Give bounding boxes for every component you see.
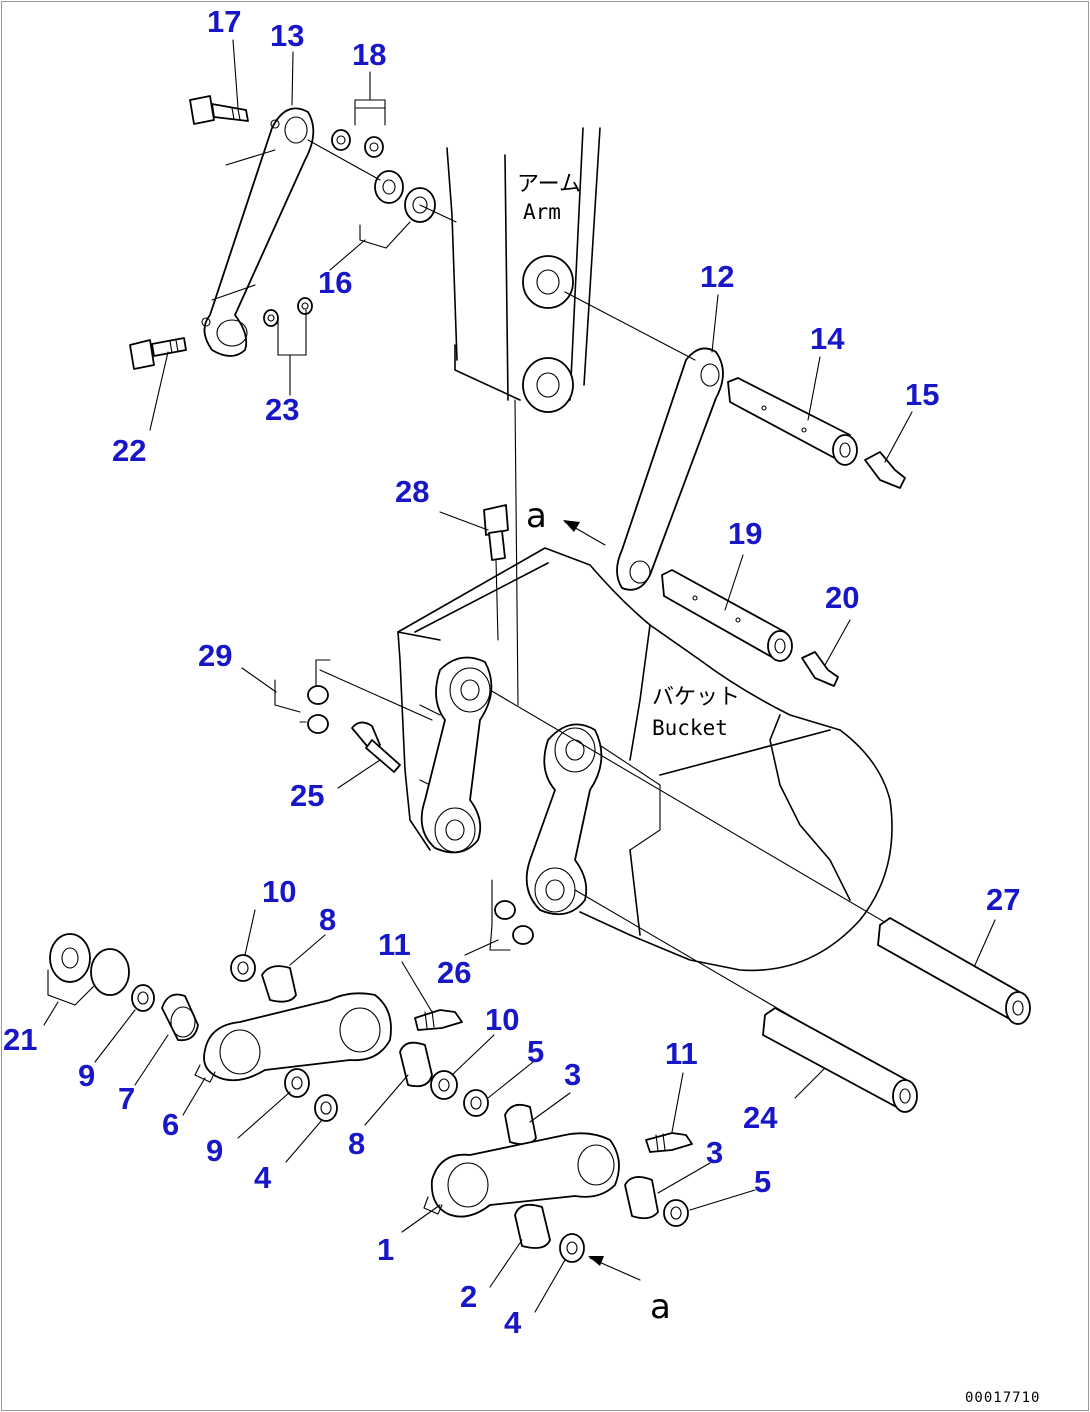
arm: アーム Arm bbox=[446, 127, 601, 413]
leader-lines bbox=[43, 39, 996, 1313]
grease-fitting-11-lower bbox=[645, 1132, 693, 1153]
callout-18: 18 bbox=[352, 37, 386, 72]
callouts: 17 13 18 16 22 23 12 14 15 28 19 20 29 2… bbox=[3, 4, 1020, 1340]
pin-24 bbox=[762, 1007, 918, 1113]
view-ref-bottom: a bbox=[650, 1287, 671, 1327]
callout-3-lower: 3 bbox=[706, 1135, 723, 1170]
callout-14: 14 bbox=[810, 321, 845, 356]
nut-9-lower bbox=[284, 1068, 310, 1098]
callout-10-top: 10 bbox=[262, 874, 296, 909]
washer-4-lower bbox=[559, 1233, 585, 1263]
callout-4-lower: 4 bbox=[504, 1305, 522, 1340]
callout-27: 27 bbox=[986, 882, 1020, 917]
callout-24: 24 bbox=[743, 1100, 778, 1135]
bushing-3-upper bbox=[504, 1103, 537, 1146]
arm-label-en: Arm bbox=[523, 200, 561, 224]
nuts-26 bbox=[489, 879, 534, 951]
bushing-8-top bbox=[261, 965, 297, 1003]
washers-21 bbox=[47, 933, 130, 1006]
callout-17: 17 bbox=[207, 4, 241, 39]
bucket-label-jp: バケット bbox=[652, 685, 740, 710]
nut-10-top bbox=[230, 954, 256, 982]
arm-top-boss bbox=[522, 255, 574, 309]
callout-8-lower: 8 bbox=[348, 1126, 365, 1161]
callout-10-lower: 10 bbox=[485, 1002, 519, 1037]
callout-9-lower: 9 bbox=[206, 1133, 223, 1168]
grease-fitting-20 bbox=[801, 651, 839, 687]
callout-29: 29 bbox=[198, 638, 232, 673]
link-12 bbox=[616, 347, 724, 591]
arm-label-jp: アーム bbox=[517, 172, 581, 197]
callout-20: 20 bbox=[825, 580, 859, 615]
callout-16: 16 bbox=[318, 265, 352, 300]
bushing-2 bbox=[514, 1203, 551, 1249]
callout-4-upper: 4 bbox=[254, 1160, 272, 1195]
pin-27 bbox=[877, 917, 1031, 1025]
bolt-25 bbox=[351, 721, 401, 773]
nut-10-lower bbox=[430, 1070, 458, 1100]
callout-28: 28 bbox=[395, 474, 429, 509]
callout-5-upper: 5 bbox=[527, 1034, 544, 1069]
nuts-29 bbox=[274, 679, 329, 734]
nuts-23 bbox=[263, 297, 313, 327]
callout-11-lower: 11 bbox=[665, 1036, 698, 1071]
callout-25: 25 bbox=[290, 778, 324, 813]
callout-21: 21 bbox=[3, 1022, 37, 1057]
grease-fitting-11-upper bbox=[414, 1009, 463, 1031]
link-13 bbox=[201, 107, 315, 357]
bucket-label-en: Bucket bbox=[652, 716, 728, 740]
callout-22: 22 bbox=[112, 433, 146, 468]
link-6 bbox=[194, 992, 392, 1083]
drawing-code: 00017710 bbox=[965, 1390, 1040, 1406]
grease-fitting-15 bbox=[864, 451, 906, 489]
callout-2: 2 bbox=[460, 1279, 477, 1314]
bucket-bracket-left bbox=[420, 656, 493, 854]
callout-6: 6 bbox=[162, 1107, 179, 1142]
callout-1: 1 bbox=[377, 1232, 394, 1267]
view-ref-top: a bbox=[526, 496, 547, 536]
washer-4-upper bbox=[314, 1094, 338, 1122]
washers-16 bbox=[374, 170, 436, 223]
pin-19 bbox=[661, 569, 793, 662]
bucket-bracket-right bbox=[525, 723, 603, 916]
nut-9-left bbox=[131, 984, 155, 1012]
arm-bottom-boss bbox=[522, 357, 574, 413]
callout-19: 19 bbox=[728, 516, 762, 551]
callout-5-lower: 5 bbox=[754, 1164, 771, 1199]
bucket: バケット Bucket bbox=[397, 547, 893, 972]
callout-15: 15 bbox=[905, 377, 939, 412]
link-1 bbox=[423, 1132, 620, 1218]
callout-7: 7 bbox=[118, 1081, 135, 1116]
pin-14 bbox=[727, 377, 858, 466]
nut-5-lower bbox=[663, 1199, 689, 1227]
bushing-3-lower bbox=[624, 1176, 659, 1220]
view-arrow-bottom: a bbox=[588, 1256, 671, 1327]
callout-11-upper: 11 bbox=[378, 927, 411, 962]
callout-8-top: 8 bbox=[319, 902, 336, 937]
view-arrow-top: a bbox=[526, 496, 606, 546]
callout-23: 23 bbox=[265, 392, 299, 427]
bolt-28 bbox=[483, 504, 509, 641]
callout-12: 12 bbox=[700, 259, 734, 294]
bushing-7 bbox=[161, 993, 199, 1042]
callout-3-upper: 3 bbox=[564, 1057, 581, 1092]
callout-13: 13 bbox=[270, 18, 304, 53]
nuts-18 bbox=[331, 129, 384, 158]
callout-26: 26 bbox=[437, 955, 471, 990]
nut-5-upper bbox=[463, 1089, 489, 1117]
bushing-8-lower bbox=[399, 1041, 433, 1088]
bolt-22 bbox=[129, 337, 187, 370]
bolt-17 bbox=[189, 95, 249, 125]
callout-9-left: 9 bbox=[78, 1058, 95, 1093]
